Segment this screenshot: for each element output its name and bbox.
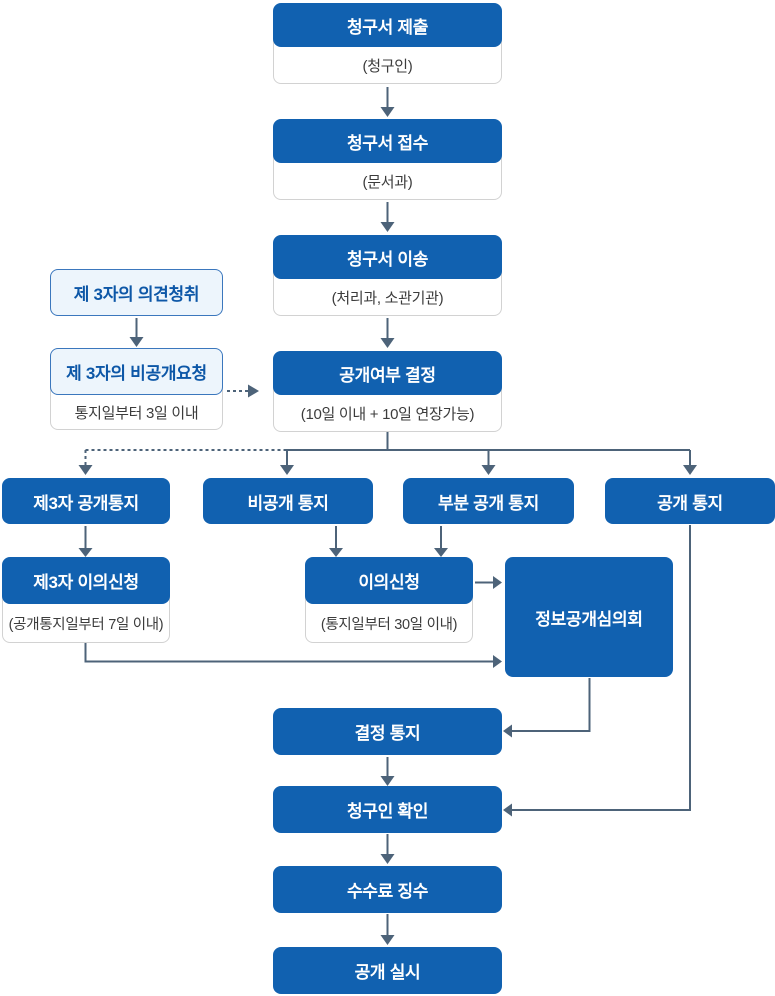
node-third-party-nondisclosure-request: 제 3자의 비공개요청 (50, 348, 223, 395)
node-third-party-hearing: 제 3자의 의견청취 (50, 269, 223, 316)
node-disclosure-execution: 공개 실시 (273, 947, 502, 994)
node-claimant-confirmation: 청구인 확인 (273, 786, 502, 833)
node-information-disclosure-committee: 정보공개심의회 (505, 557, 673, 677)
node-decision: 공개여부 결정 (273, 351, 502, 395)
node-objection: 이의신청 (305, 557, 473, 604)
node-disclosure-notice: 공개 통지 (605, 478, 775, 524)
node-submit: 청구서 제출 (273, 3, 502, 47)
node-fee-collection: 수수료 징수 (273, 866, 502, 913)
node-nondisclosure-notice: 비공개 통지 (203, 478, 373, 524)
node-third-party-disclosure-notice: 제3자 공개통지 (2, 478, 170, 524)
node-transfer: 청구서 이송 (273, 235, 502, 279)
node-receive: 청구서 접수 (273, 119, 502, 163)
node-third-party-objection: 제3자 이의신청 (2, 557, 170, 604)
node-decision-notice: 결정 통지 (273, 708, 502, 755)
node-partial-disclosure-notice: 부분 공개 통지 (403, 478, 574, 524)
